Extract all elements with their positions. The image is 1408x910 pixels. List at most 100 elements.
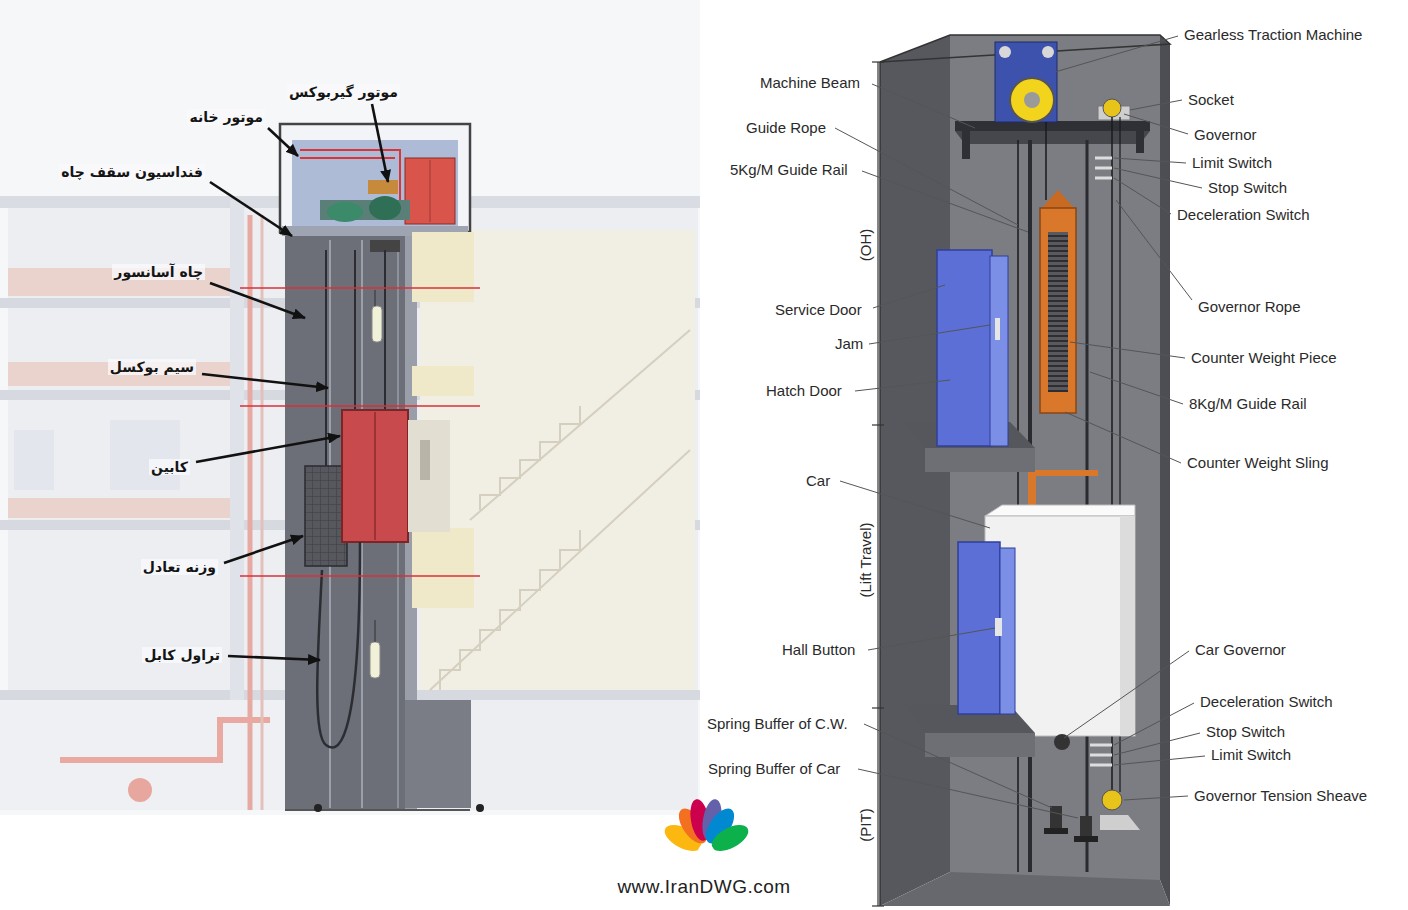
elevator-shaft-left (325, 250, 327, 468)
dimension-label: (PIT) (857, 808, 875, 841)
building-cutaway (128, 778, 152, 802)
elevator-shaft-left (412, 366, 474, 396)
pointer-arrow (196, 436, 340, 462)
dimension-line (872, 707, 884, 708)
part-label: Counter Weight Piece (1191, 349, 1337, 367)
elevator-shaft-left (405, 700, 471, 808)
pipe-lines (240, 405, 480, 407)
pointer-arrow (210, 182, 292, 236)
building-cutaway (110, 420, 180, 490)
leader-line (1114, 703, 1194, 745)
pipe-lines (240, 575, 480, 577)
doors (937, 250, 992, 446)
car (1054, 734, 1070, 750)
part-label: Machine Beam (760, 74, 860, 92)
elevator-shaft-left (375, 290, 376, 306)
watermark: www.IranDWG.com (617, 876, 790, 899)
part-label: Gearless Traction Machine (1184, 26, 1362, 44)
logo-petals (698, 843, 714, 861)
machine-room (405, 158, 455, 224)
leader-line (868, 628, 995, 650)
part-label: Limit Switch (1211, 746, 1291, 764)
counterweight (1040, 190, 1076, 413)
machine-beam (1136, 131, 1144, 153)
pointer-arrow (228, 656, 320, 660)
dimension-label: (Lift Travel) (857, 522, 875, 597)
leader-line (1124, 796, 1188, 800)
leader-line (869, 325, 990, 344)
dimension-line (872, 905, 884, 906)
machine-room (327, 202, 363, 222)
traction-machine (999, 46, 1011, 58)
pipe-lines (240, 287, 480, 289)
machine-beam (955, 121, 1150, 159)
part-label: Socket (1188, 91, 1234, 109)
cabin-left (317, 542, 360, 748)
counterweight (1040, 190, 1076, 210)
pit-equipment (1074, 836, 1098, 842)
leader-line (1124, 114, 1188, 134)
part-label: وزنه تعادل (141, 559, 218, 576)
car-sling (1028, 470, 1098, 476)
doors (990, 256, 1008, 446)
machine-room (369, 196, 401, 220)
leader-line (835, 36, 1205, 818)
part-label: Stop Switch (1208, 179, 1287, 197)
car (985, 505, 1135, 516)
doors (995, 618, 1002, 636)
elevator-shaft-left (412, 232, 474, 302)
car (985, 516, 1135, 736)
building-cutaway (261, 215, 264, 810)
part-label: Car Governor (1195, 641, 1286, 659)
governor (1098, 99, 1130, 120)
machine-room (300, 150, 400, 200)
part-label: Hatch Door (766, 382, 842, 400)
pit-equipment (1080, 816, 1092, 838)
pointer-arrow (268, 128, 298, 156)
dimension-label: (OH) (857, 229, 875, 262)
building-cutaway (248, 215, 253, 810)
building-cutaway (0, 700, 285, 810)
leader-line (1114, 756, 1205, 765)
machine-beam (962, 131, 970, 159)
building-cutaway (60, 720, 270, 760)
elevator-shaft-left (370, 642, 380, 678)
cabin-left (420, 440, 430, 480)
leader-line (862, 171, 1028, 232)
part-label: Spring Buffer of C.W. (707, 715, 848, 733)
leader-line (872, 84, 975, 128)
leader-line (1090, 372, 1183, 404)
leader-line (1065, 412, 1181, 463)
part-label: فنداسیون سقف چاه (59, 164, 205, 181)
leader-line (858, 769, 1078, 818)
part-label: Car (806, 472, 830, 490)
building-cutaway (8, 498, 233, 518)
part-label: Jam (835, 335, 863, 353)
part-label: Hall Button (782, 641, 855, 659)
car-sling (1028, 470, 1098, 510)
part-label: کابین (149, 459, 190, 476)
part-label: Deceleration Switch (1200, 693, 1333, 711)
building-cutaway (0, 0, 700, 815)
part-label: Spring Buffer of Car (708, 760, 840, 778)
machine-beam (955, 131, 1150, 144)
car (1120, 516, 1135, 736)
part-label: Stop Switch (1206, 723, 1285, 741)
leader-line (1114, 733, 1200, 755)
shaft-wall (879, 62, 881, 906)
pipe-lines (285, 809, 470, 811)
cabin-left (342, 410, 408, 542)
part-label: موتور خانه (187, 109, 265, 126)
part-label: سیم بوکسل (108, 359, 196, 376)
machine-room (280, 124, 470, 236)
building-cutaway (470, 330, 690, 520)
elevator-shaft-left (384, 250, 386, 410)
part-label: Governor Tension Sheave (1194, 787, 1367, 805)
part-label: 8Kg/M Guide Rail (1189, 395, 1307, 413)
elevator-shaft-left (285, 232, 474, 810)
landings (925, 448, 1035, 472)
shaft-wall (1160, 35, 1170, 906)
leader-line (1064, 651, 1189, 738)
elevator-shaft-left (375, 620, 376, 642)
part-label: تراول کابل (142, 647, 222, 664)
